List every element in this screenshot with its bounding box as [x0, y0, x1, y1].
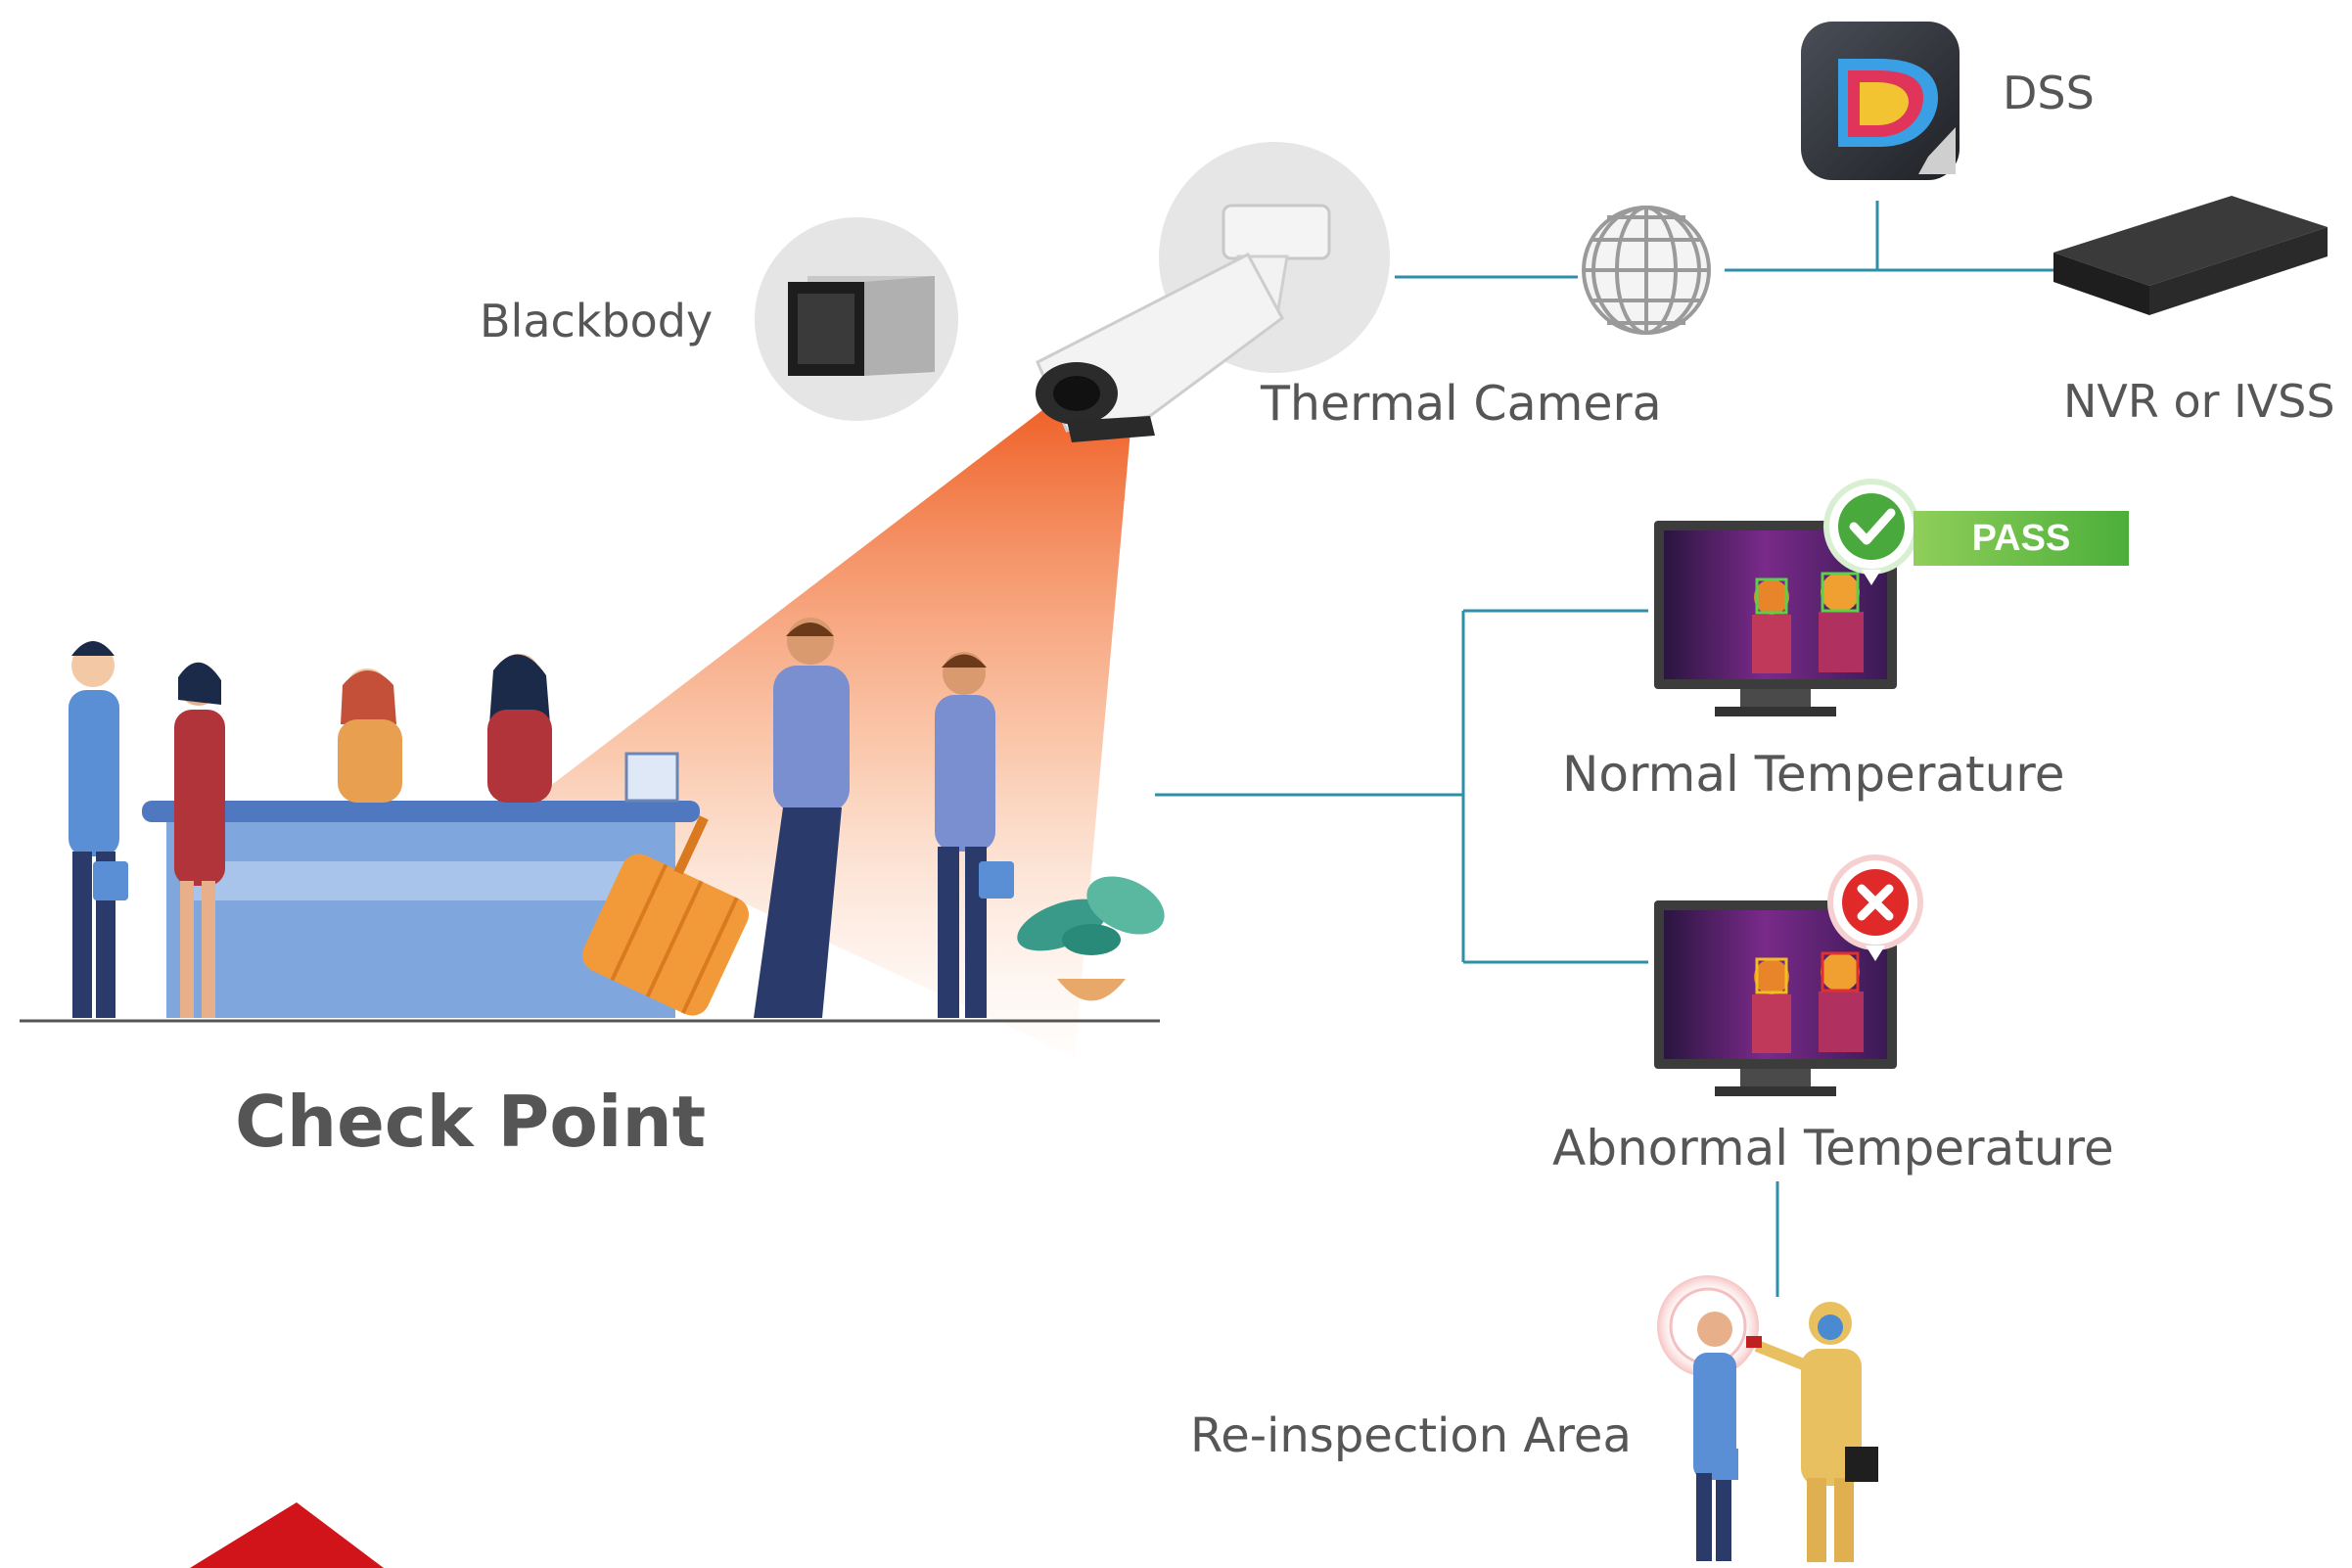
nvr-label: NVR or IVSS [2063, 375, 2335, 428]
connector-lines [1155, 201, 2073, 1297]
dss-app-icon [1801, 22, 1960, 180]
nvr-device-icon [2053, 196, 2328, 315]
pass-check-icon [1823, 479, 1919, 585]
fail-x-icon [1827, 854, 1923, 961]
thermal-camera-icon [1036, 142, 1390, 442]
blackbody-icon [755, 217, 958, 421]
reinspection-area-label: Re-inspection Area [1190, 1408, 1632, 1463]
pass-badge: PASS [1914, 511, 2129, 566]
checkpoint-scene [20, 618, 1165, 1023]
network-globe-icon [1582, 206, 1711, 335]
pass-badge-text: PASS [1971, 518, 2071, 559]
blackbody-label: Blackbody [480, 295, 714, 347]
thermal-camera-label: Thermal Camera [1261, 376, 1662, 432]
dss-label: DSS [2003, 67, 2095, 119]
abnormal-temperature-label: Abnormal Temperature [1552, 1120, 2114, 1176]
normal-temperature-label: Normal Temperature [1562, 746, 2065, 803]
corner-red-shape [190, 1502, 384, 1568]
check-point-label: Check Point [235, 1081, 707, 1163]
reinspection-scene [1657, 1275, 1878, 1562]
